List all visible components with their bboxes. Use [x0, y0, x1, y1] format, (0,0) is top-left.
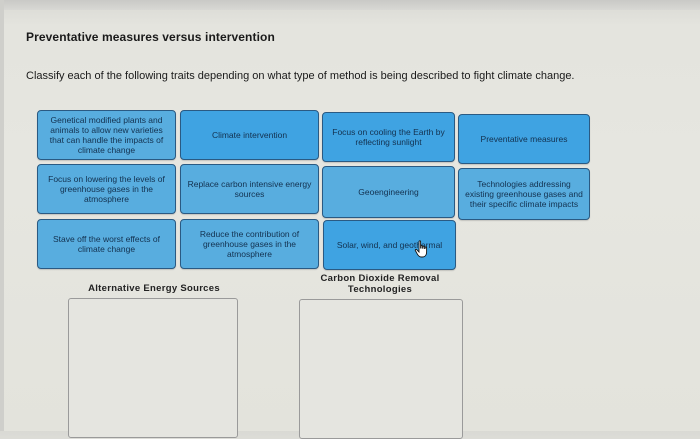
draggable-card-replace-carbon-sources[interactable]: Replace carbon intensive energy sources	[180, 164, 319, 214]
card-label: Stave off the worst effects of climate c…	[53, 234, 160, 254]
card-label: Focus on cooling the Earth by reflecting…	[332, 127, 445, 147]
window-left-edge	[0, 0, 4, 431]
card-label: Replace carbon intensive energy sources	[187, 179, 312, 199]
bucket-label-alternative-energy: Alternative Energy Sources	[88, 283, 220, 294]
page-title: Preventative measures versus interventio…	[26, 30, 275, 44]
draggable-card-cooling-earth[interactable]: Focus on cooling the Earth by reflecting…	[322, 112, 455, 162]
hand-pointer-cursor-icon	[414, 240, 428, 258]
card-label: Focus on lowering the levels of greenhou…	[48, 174, 165, 204]
draggable-card-genetically-modified[interactable]: Genetical modified plants and animals to…	[37, 110, 176, 160]
card-label: Reduce the contribution of greenhouse ga…	[199, 229, 300, 259]
draggable-card-climate-intervention[interactable]: Climate intervention	[180, 110, 319, 160]
card-label: Technologies addressing existing greenho…	[465, 179, 583, 209]
card-label: Geoengineering	[358, 187, 419, 197]
card-label: Genetical modified plants and animals to…	[49, 115, 164, 155]
card-label: Climate intervention	[211, 130, 288, 140]
draggable-card-solar-wind-geothermal[interactable]: Solar, wind, and geothermal	[323, 220, 456, 270]
draggable-card-lowering-ghg-levels[interactable]: Focus on lowering the levels of greenhou…	[37, 164, 176, 214]
bucket-label-carbon-dioxide-removal: Carbon Dioxide Removal Technologies	[320, 273, 440, 295]
drop-zone-carbon-dioxide-removal[interactable]	[299, 299, 463, 439]
draggable-card-geoengineering[interactable]: Geoengineering	[322, 166, 455, 218]
window-top-edge	[0, 0, 700, 10]
draggable-card-technologies-addressing-ghg[interactable]: Technologies addressing existing greenho…	[458, 168, 590, 220]
draggable-card-preventative-measures[interactable]: Preventative measures	[458, 114, 590, 164]
drop-zone-alternative-energy-sources[interactable]	[68, 298, 238, 438]
draggable-card-stave-off-effects[interactable]: Stave off the worst effects of climate c…	[37, 219, 176, 269]
card-label: Solar, wind, and geothermal	[336, 240, 443, 250]
instruction-text: Classify each of the following traits de…	[26, 70, 575, 82]
card-label: Preventative measures	[480, 134, 568, 144]
draggable-card-reduce-ghg-contribution[interactable]: Reduce the contribution of greenhouse ga…	[180, 219, 319, 269]
